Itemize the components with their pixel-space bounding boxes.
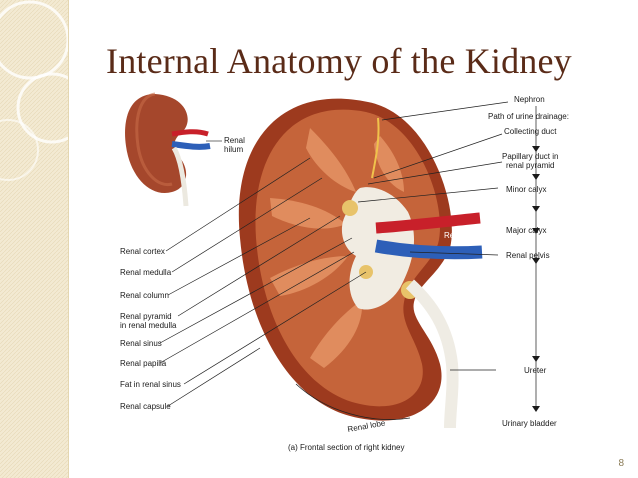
label-renal-column: Renal column [120,291,169,300]
label-renal-pyramid-1: Renal pyramid [120,312,172,321]
label-path-of-urine-drainage: Path of urine drainage: [488,112,569,121]
label-minor-calyx: Minor calyx [506,185,546,194]
label-renal-hilum-1: Renal [224,136,245,145]
kidney-diagram: Renal hilum Renal artery Renal vein Rena… [120,92,569,452]
label-major-calyx: Major calyx [506,226,546,235]
label-urinary-bladder: Urinary bladder [502,419,557,428]
label-fat-in-renal-sinus: Fat in renal sinus [120,380,181,389]
label-renal-pelvis: Renal pelvis [506,251,550,260]
label-renal-medulla: Renal medulla [120,268,172,277]
label-renal-capsule: Renal capsule [120,402,171,411]
label-renal-pyramid-2: in renal medulla [120,321,177,330]
leader-lines-left [159,157,367,407]
label-renal-vein: Renal vein [444,260,482,269]
label-renal-lobe: Renal lobe [347,418,387,434]
label-papillary-duct-2: renal pyramid [506,161,554,170]
sidebar-pattern [0,0,68,478]
label-nephron: Nephron [514,95,545,104]
figure-caption: (a) Frontal section of right kidney [288,443,405,452]
main-kidney: Renal artery Renal vein Renal lobe [238,98,488,434]
label-collecting-duct: Collecting duct [504,127,557,136]
label-papillary-duct-1: Papillary duct in [502,152,558,161]
page-number: 8 [618,458,624,469]
inset-kidney: Renal hilum [125,92,245,207]
label-renal-sinus: Renal sinus [120,339,162,348]
decorative-sidebar [0,0,69,478]
label-renal-artery: Renal artery [444,231,488,240]
slide-title: Internal Anatomy of the Kidney [106,41,572,81]
label-ureter: Ureter [524,366,547,375]
label-renal-cortex: Renal cortex [120,247,165,256]
label-renal-papilla: Renal papilla [120,359,167,368]
flow-arrows [532,146,540,412]
label-renal-hilum-2: hilum [224,145,243,154]
